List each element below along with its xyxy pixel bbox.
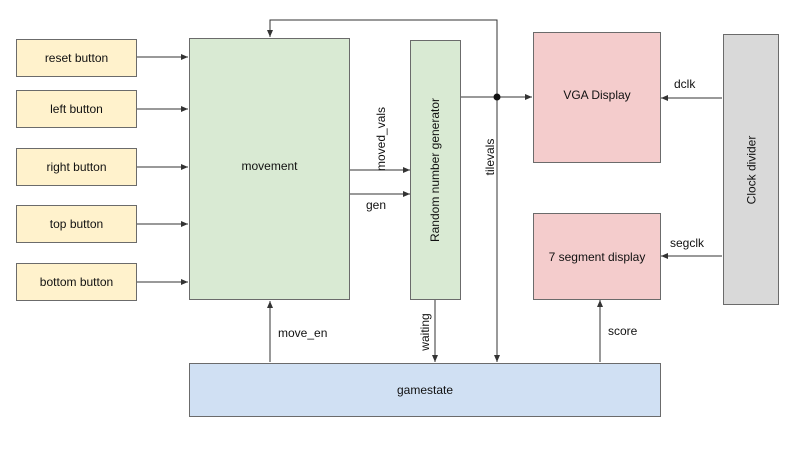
top-button-block: top button	[16, 205, 137, 243]
seven-segment-label: 7 segment display	[548, 249, 646, 264]
waiting-label: waiting	[418, 313, 432, 351]
gen-label: gen	[366, 198, 387, 212]
clock-divider-block: Clock divider	[723, 34, 779, 305]
reset-button-block: reset button	[16, 39, 137, 77]
top-button-label: top button	[49, 217, 104, 231]
movement-block: movement	[189, 38, 350, 300]
seven-segment-block: 7 segment display	[533, 213, 661, 300]
tilevals-feedback-line	[267, 19, 498, 97]
left-button-label: left button	[50, 102, 103, 116]
rng-block: Random number generator	[410, 40, 461, 300]
vga-display-label: VGA Display	[563, 87, 631, 102]
gamestate-block: gamestate	[189, 363, 661, 417]
reset-button-label: reset button	[44, 51, 109, 65]
dclk-label: dclk	[674, 77, 696, 91]
movement-label: movement	[241, 159, 298, 173]
tilevals-label: tilevals	[483, 138, 497, 176]
bottom-button-label: bottom button	[39, 275, 114, 289]
move-en-label: move_en	[278, 326, 328, 340]
bottom-button-block: bottom button	[16, 263, 137, 301]
score-label: score	[608, 324, 638, 338]
right-button-block: right button	[16, 148, 137, 186]
moved-vals-label: moved_vals	[374, 106, 388, 171]
clock-divider-label: Clock divider	[744, 135, 759, 204]
gamestate-label: gamestate	[396, 383, 454, 397]
right-button-label: right button	[46, 160, 107, 174]
tilevals-junction-dot	[493, 93, 501, 101]
vga-display-block: VGA Display	[533, 32, 661, 163]
left-button-block: left button	[16, 90, 137, 128]
rng-label: Random number generator	[428, 97, 443, 243]
segclk-label: segclk	[670, 236, 705, 250]
